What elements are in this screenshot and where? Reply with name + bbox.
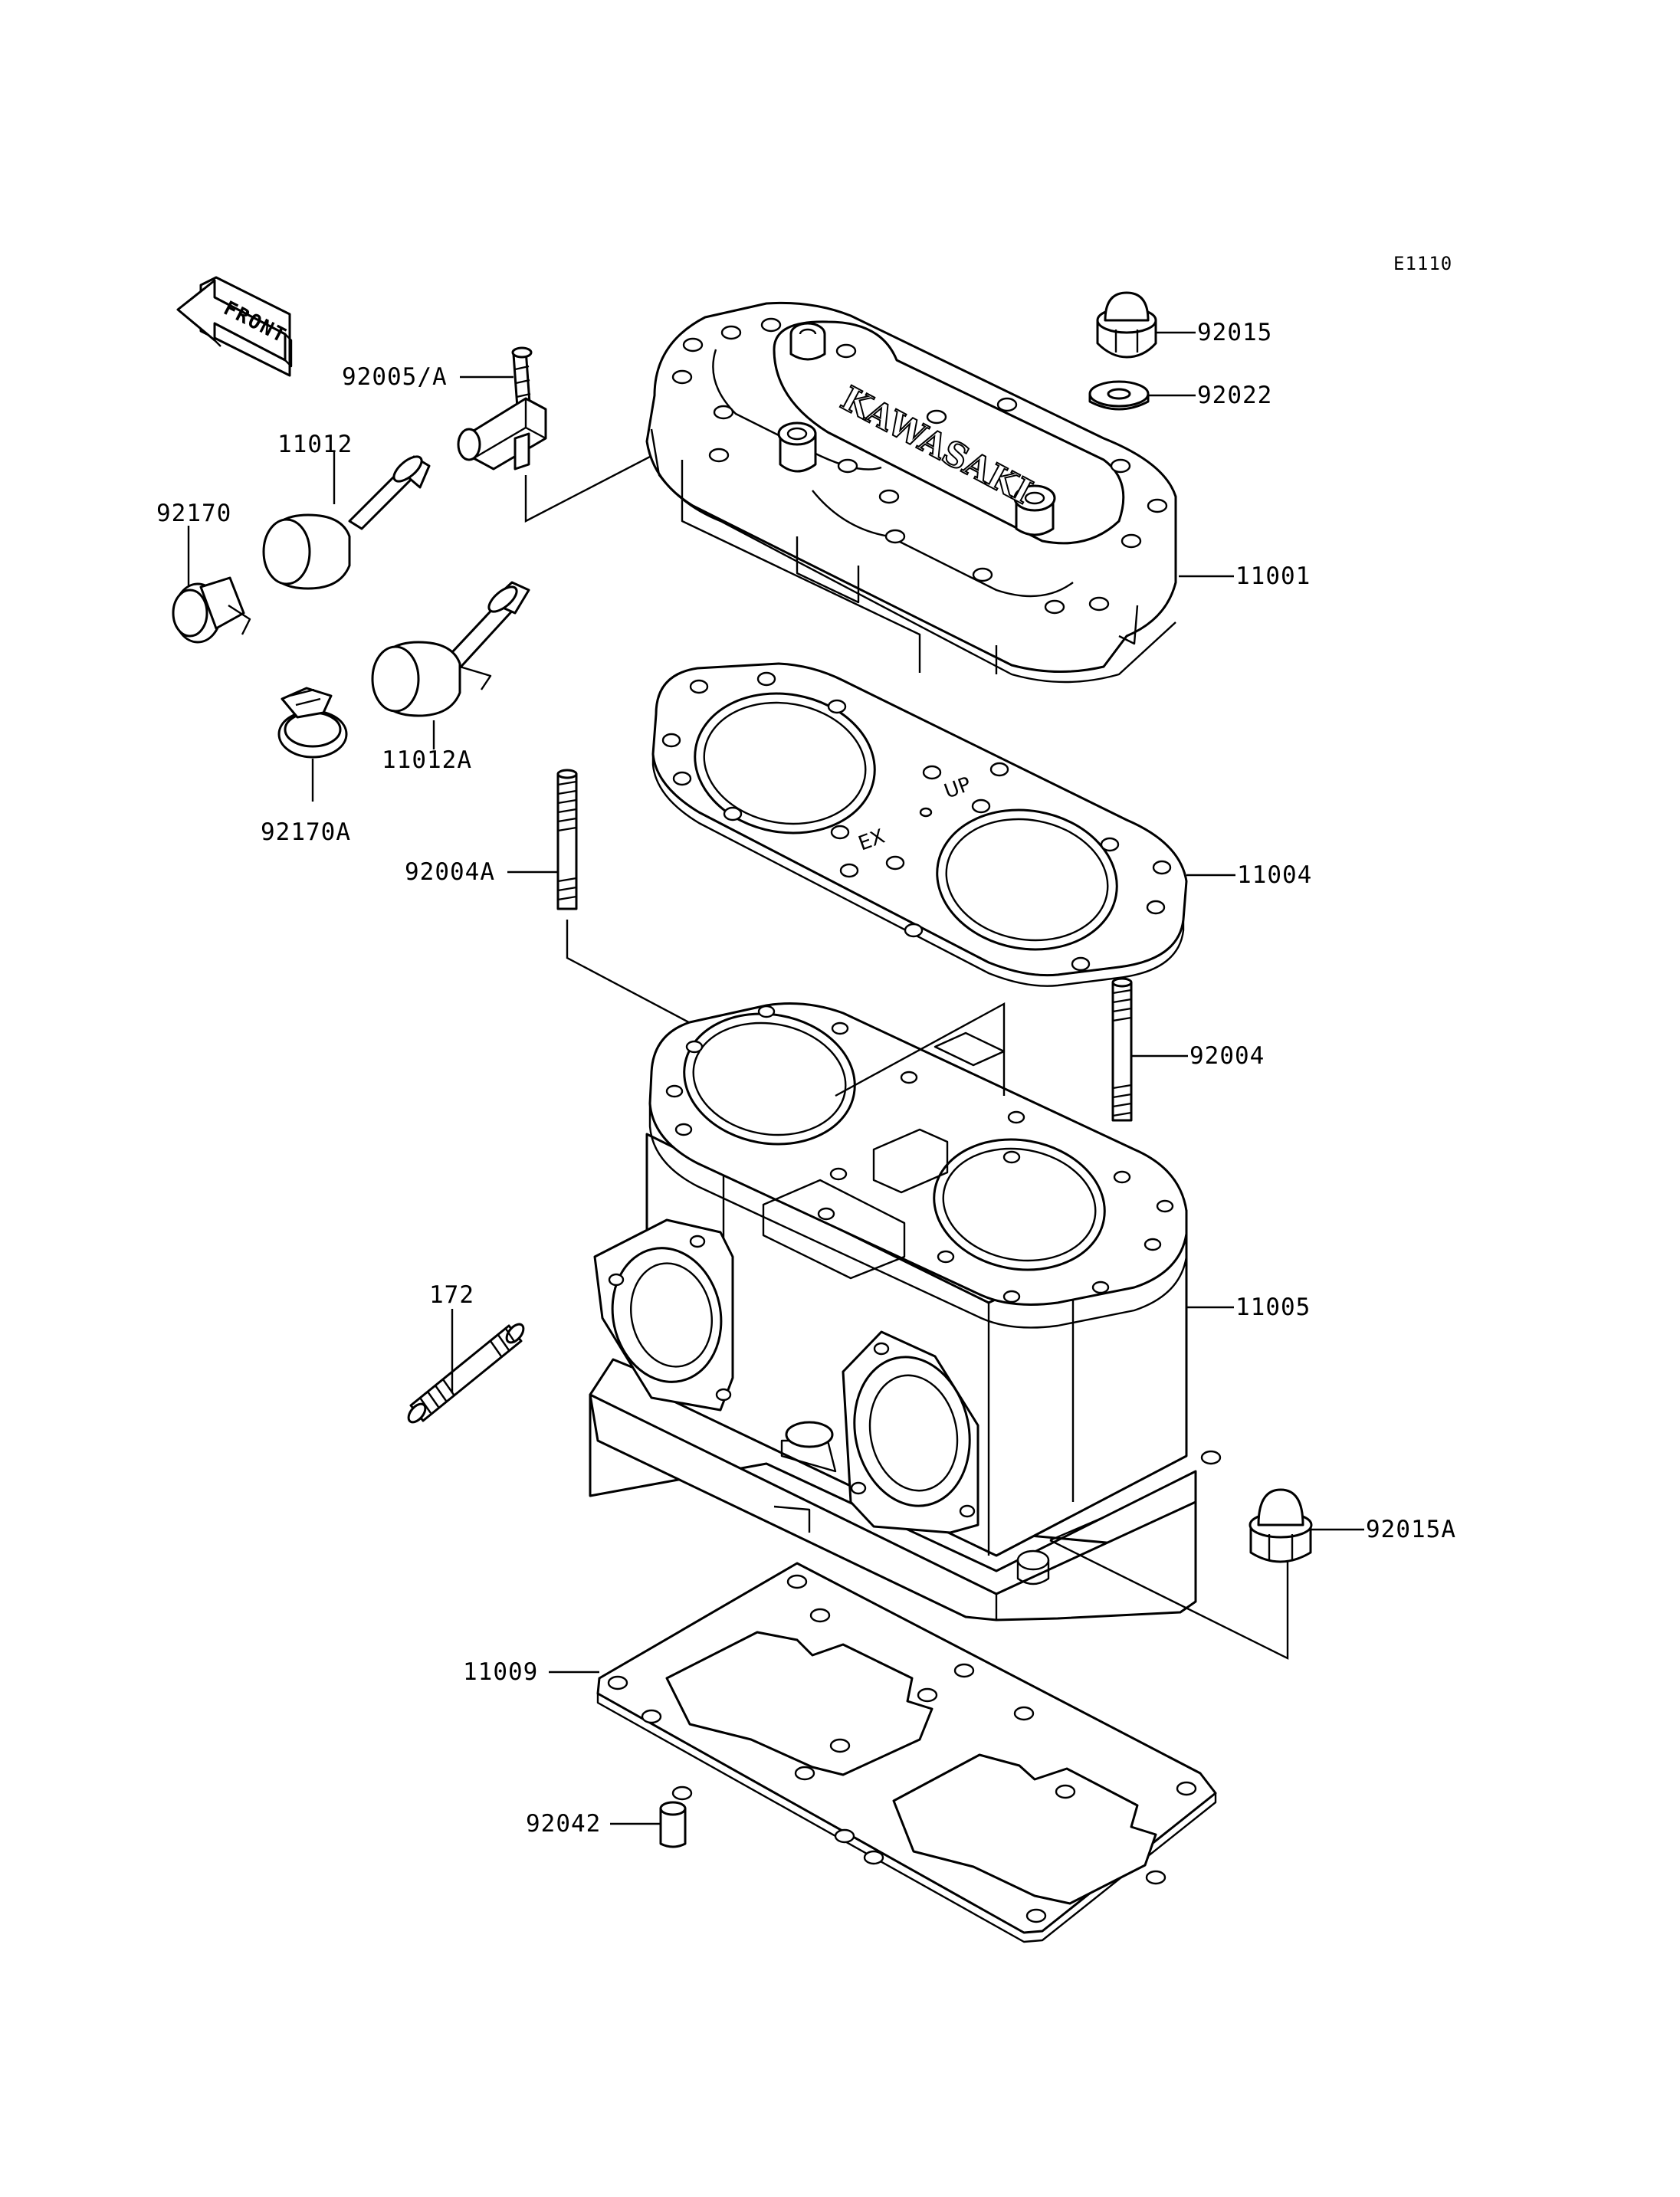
part-label-92170: 92170 — [156, 500, 231, 527]
cylinder-block-11005-icon — [589, 1002, 1222, 1622]
part-label-92170a: 92170A — [261, 818, 351, 846]
anode-11012a-icon — [371, 581, 530, 717]
base-gasket-11009-icon — [596, 1562, 1217, 1943]
washer-92022-icon — [1088, 380, 1150, 411]
part-label-11005: 11005 — [1235, 1294, 1311, 1321]
dowel-pin-92042-icon — [659, 1801, 687, 1848]
part-label-11001: 11001 — [1235, 562, 1311, 590]
part-label-11012a: 11012A — [382, 746, 472, 774]
diagram-code: E1110 — [1393, 253, 1452, 274]
anode-11012-icon — [262, 455, 431, 590]
cap-nut-92015-icon — [1096, 291, 1157, 359]
head-gasket-11004-icon: UP EX — [651, 662, 1188, 987]
stud-92004a-icon — [556, 769, 578, 910]
part-label-11009: 11009 — [463, 1658, 538, 1686]
stud-172-icon — [407, 1323, 525, 1424]
stud-92004-icon — [1111, 977, 1133, 1122]
cylinder-head-11001-icon: KAWASAKI — [645, 301, 1177, 684]
stud-leader-lines — [835, 1002, 1289, 1660]
part-label-92005a: 92005/A — [342, 363, 448, 391]
hose-clamp-92170-icon — [172, 576, 251, 644]
hose-clamp-92170a-icon — [277, 687, 348, 759]
water-fitting-92005a-icon — [457, 346, 547, 471]
front-arrow-icon: FRONT — [176, 276, 293, 377]
part-label-92004: 92004 — [1189, 1042, 1265, 1070]
part-label-172: 172 — [429, 1281, 474, 1309]
part-label-11004: 11004 — [1237, 861, 1312, 889]
part-label-92004a: 92004A — [405, 858, 495, 886]
part-label-92022: 92022 — [1197, 382, 1272, 409]
part-label-92015a: 92015A — [1366, 1516, 1456, 1543]
part-label-11012: 11012 — [277, 431, 353, 458]
part-label-92042: 92042 — [526, 1810, 601, 1838]
cap-nut-92015a-icon — [1249, 1488, 1313, 1563]
part-label-92015: 92015 — [1197, 319, 1272, 346]
